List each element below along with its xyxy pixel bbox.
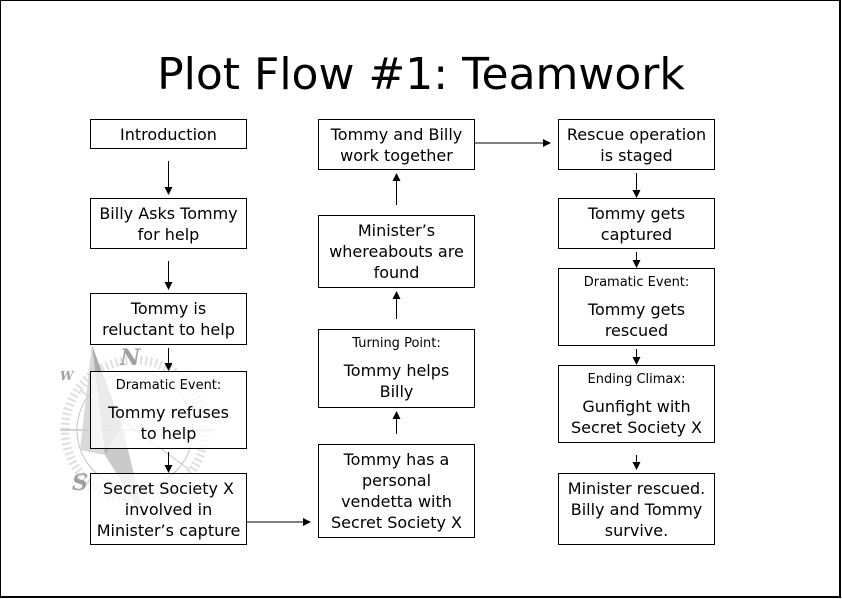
node-survive-text: Minister rescued. Billy and Tommy surviv… xyxy=(567,478,706,540)
node-rescued-text: Tommy gets rescued xyxy=(587,299,686,340)
node-climax-label: Ending Climax: xyxy=(587,371,686,387)
node-climax-text: Gunfight with Secret Society X xyxy=(570,396,703,437)
node-billy-asks-text: Billy Asks Tommy for help xyxy=(99,203,238,244)
node-turning-point-label: Turning Point: xyxy=(352,336,441,351)
node-refuses-text: Tommy refuses to help xyxy=(108,402,229,443)
node-vendetta: Tommy has a personal vendetta with Secre… xyxy=(318,444,475,538)
node-work-together: Tommy and Billy work together xyxy=(318,119,475,170)
node-rescued-label: Dramatic Event: xyxy=(583,274,690,290)
node-whereabouts-text: Minister’s whereabouts are found xyxy=(329,221,464,282)
node-rescue-staged: Rescue operation is staged xyxy=(558,119,715,170)
node-reluctant: Tommy is reluctant to help xyxy=(90,293,247,345)
node-turning-point: Turning Point: Tommy helps Billy xyxy=(318,329,475,408)
node-refuses: Dramatic Event: Tommy refuses to help xyxy=(90,371,247,449)
node-rescued: Dramatic Event: Tommy gets rescued xyxy=(558,268,715,346)
node-vendetta-text: Tommy has a personal vendetta with Secre… xyxy=(330,450,463,532)
compass-south-letter: S xyxy=(72,470,88,496)
node-whereabouts: Minister’s whereabouts are found xyxy=(318,215,475,288)
node-billy-asks: Billy Asks Tommy for help xyxy=(90,198,247,249)
node-turning-point-text: Tommy helps Billy xyxy=(343,361,450,401)
node-survive: Minister rescued. Billy and Tommy surviv… xyxy=(558,473,715,545)
node-climax: Ending Climax: Gunfight with Secret Soci… xyxy=(558,365,715,443)
node-captured: Tommy gets captured xyxy=(558,198,715,249)
compass-north-letter: N xyxy=(119,345,141,371)
slide-title: Plot Flow #1: Teamwork xyxy=(157,49,685,100)
node-refuses-label: Dramatic Event: xyxy=(115,377,222,393)
node-rescue-staged-text: Rescue operation is staged xyxy=(566,124,707,165)
node-work-together-text: Tommy and Billy work together xyxy=(330,124,463,165)
node-secret-society-text: Secret Society X involved in Minister’s … xyxy=(96,478,241,540)
node-introduction-text: Introduction xyxy=(120,124,217,144)
node-captured-text: Tommy gets captured xyxy=(587,203,686,244)
node-secret-society: Secret Society X involved in Minister’s … xyxy=(90,473,247,545)
compass-west-letter: W xyxy=(60,369,75,383)
node-introduction: Introduction xyxy=(90,119,247,149)
node-reluctant-text: Tommy is reluctant to help xyxy=(102,299,235,339)
